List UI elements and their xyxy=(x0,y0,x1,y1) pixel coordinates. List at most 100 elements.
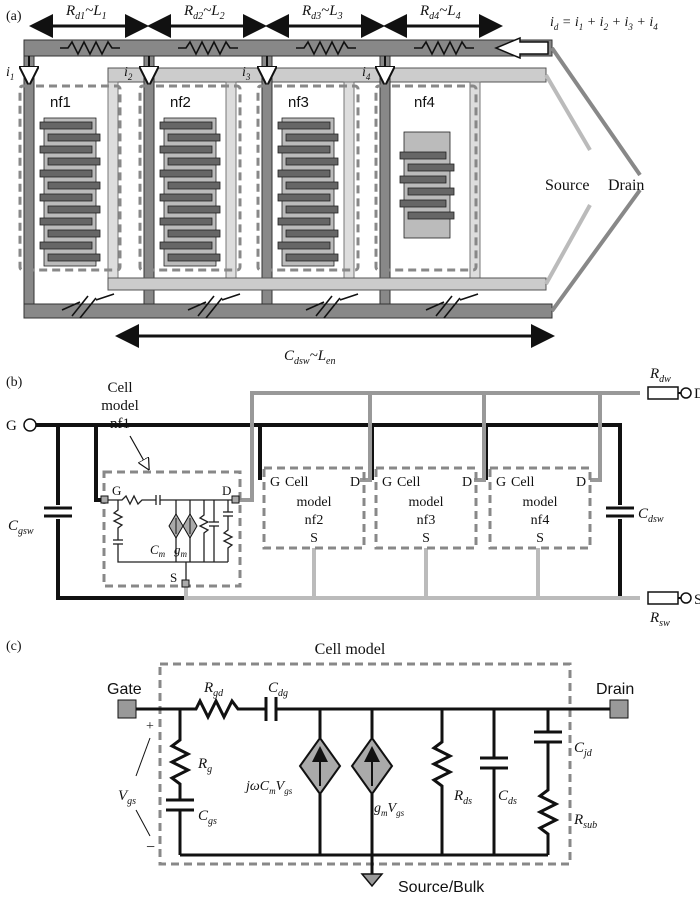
i1-label: i1 xyxy=(6,65,14,82)
gate-finger-bar xyxy=(39,193,93,202)
gate-finger-bar xyxy=(285,181,339,190)
rdw-resistor xyxy=(647,386,679,400)
gate-finger-bar xyxy=(47,181,101,190)
gate-finger-bar xyxy=(285,205,339,214)
rsw-resistor xyxy=(647,591,679,605)
gate-finger-bar xyxy=(167,181,221,190)
cm-label: Cm xyxy=(150,542,166,559)
gate-finger-bar xyxy=(285,253,339,262)
rsub-resistor xyxy=(536,742,560,855)
panel-c-label: (c) xyxy=(6,639,22,654)
cgsw-capacitor xyxy=(44,505,72,519)
gate-finger-bar xyxy=(285,229,339,238)
g-terminal xyxy=(23,418,37,432)
svg-text:S: S xyxy=(422,531,430,546)
svg-text:G: G xyxy=(496,475,506,490)
cell-nf3-box: G Cell D model nf3 S xyxy=(374,466,478,550)
gate-finger-bar xyxy=(277,169,331,178)
gate-finger-bar xyxy=(39,241,93,250)
gate-bus xyxy=(36,423,622,600)
g-terminal-label: G xyxy=(6,418,17,434)
cdsw-b-label: Cdsw xyxy=(638,506,664,525)
gate-finger-bar xyxy=(159,169,213,178)
callout-line1: Cell xyxy=(108,380,133,396)
gate-finger-bar xyxy=(159,241,213,250)
bottom-capacitors xyxy=(61,293,479,319)
rd3-label: Rd3~L3 xyxy=(301,3,343,22)
finger-gate-stacks xyxy=(39,117,455,267)
bottom-drain-bar xyxy=(23,303,553,319)
svg-text:D: D xyxy=(576,475,586,490)
gate-label: Gate xyxy=(107,681,142,698)
source-lead-top xyxy=(544,73,592,152)
gate-finger-bar xyxy=(277,145,331,154)
nf1-g-label: G xyxy=(112,483,121,498)
gate-finger-bar xyxy=(399,199,447,208)
nf2-label: nf2 xyxy=(170,94,191,111)
panel-c: (c) Cell model Gate Drain Rgd Cdg Source… xyxy=(6,639,634,896)
gate-finger-bar xyxy=(47,157,101,166)
svg-text:nf2: nf2 xyxy=(305,513,324,528)
current-arrows xyxy=(29,56,385,82)
svg-text:D: D xyxy=(350,475,360,490)
source-lead-bottom xyxy=(544,204,592,285)
cgsw-label: Cgsw xyxy=(8,518,34,537)
i4-label: i4 xyxy=(362,65,371,82)
gate-finger-bar xyxy=(159,193,213,202)
svg-text:nf3: nf3 xyxy=(417,513,436,528)
cell-nf1-box xyxy=(102,470,242,588)
gate-finger-bar xyxy=(39,217,93,226)
gate-finger-bar xyxy=(277,193,331,202)
gate-finger-bar xyxy=(47,205,101,214)
cjd-label: Cjd xyxy=(574,740,593,759)
gate-finger-bar xyxy=(167,133,221,142)
rgd-label: Rgd xyxy=(203,680,224,699)
gate-finger-bar xyxy=(159,217,213,226)
svg-text:S: S xyxy=(310,531,318,546)
cgsw-bus xyxy=(56,425,190,600)
svg-text:Cell: Cell xyxy=(397,475,420,490)
drain-lead-top xyxy=(550,46,642,177)
gate-finger-bar xyxy=(277,217,331,226)
nf1-inner-schematic xyxy=(108,494,234,580)
rsub-label: Rsub xyxy=(573,812,597,831)
source-bulk-label: Source/Bulk xyxy=(398,879,485,896)
gate-terminal xyxy=(117,699,137,719)
nf1-d-label: D xyxy=(222,483,231,498)
gate-finger-bar xyxy=(277,241,331,250)
source-label: Source xyxy=(545,177,589,194)
cell-nf2-box: G Cell D model nf2 S xyxy=(262,466,366,550)
gate-finger-bar xyxy=(407,211,455,220)
gate-finger-bar xyxy=(167,157,221,166)
panel-b-label: (b) xyxy=(6,375,23,390)
drain-bus xyxy=(236,391,640,502)
drain-label-c: Drain xyxy=(596,681,634,698)
nf4-label: nf4 xyxy=(414,94,435,111)
rg-resistor xyxy=(168,709,192,800)
finger-boxes xyxy=(18,84,478,272)
gate-finger-bar xyxy=(39,121,93,130)
s-terminal-label: S xyxy=(694,592,700,608)
cdg-label: Cdg xyxy=(268,680,288,699)
gate-finger-bar xyxy=(277,121,331,130)
cell-nf4-box: G Cell D model nf4 S xyxy=(488,466,592,550)
gate-finger-bar xyxy=(285,133,339,142)
gm-label-c: gmVgs xyxy=(374,801,405,818)
cgs-label: Cgs xyxy=(198,808,217,827)
rg-label: Rg xyxy=(197,756,212,775)
d-terminal xyxy=(680,387,692,399)
nf3-label: nf3 xyxy=(288,94,309,111)
gate-finger-bar xyxy=(407,163,455,172)
gm-label: gm xyxy=(174,542,188,559)
gate-finger-bar xyxy=(167,229,221,238)
svg-text:Cell: Cell xyxy=(511,475,534,490)
gate-finger-bar xyxy=(47,229,101,238)
cdsw-label: Cdsw~Len xyxy=(284,348,336,367)
svg-text:G: G xyxy=(382,475,392,490)
vgs-minus: − xyxy=(146,839,155,856)
cdsw-capacitor xyxy=(606,505,634,519)
source-bus xyxy=(184,585,640,600)
nf1-s-label: S xyxy=(170,570,177,585)
panel-b: (b) Cell model nf1 G Cgsw xyxy=(6,366,700,629)
